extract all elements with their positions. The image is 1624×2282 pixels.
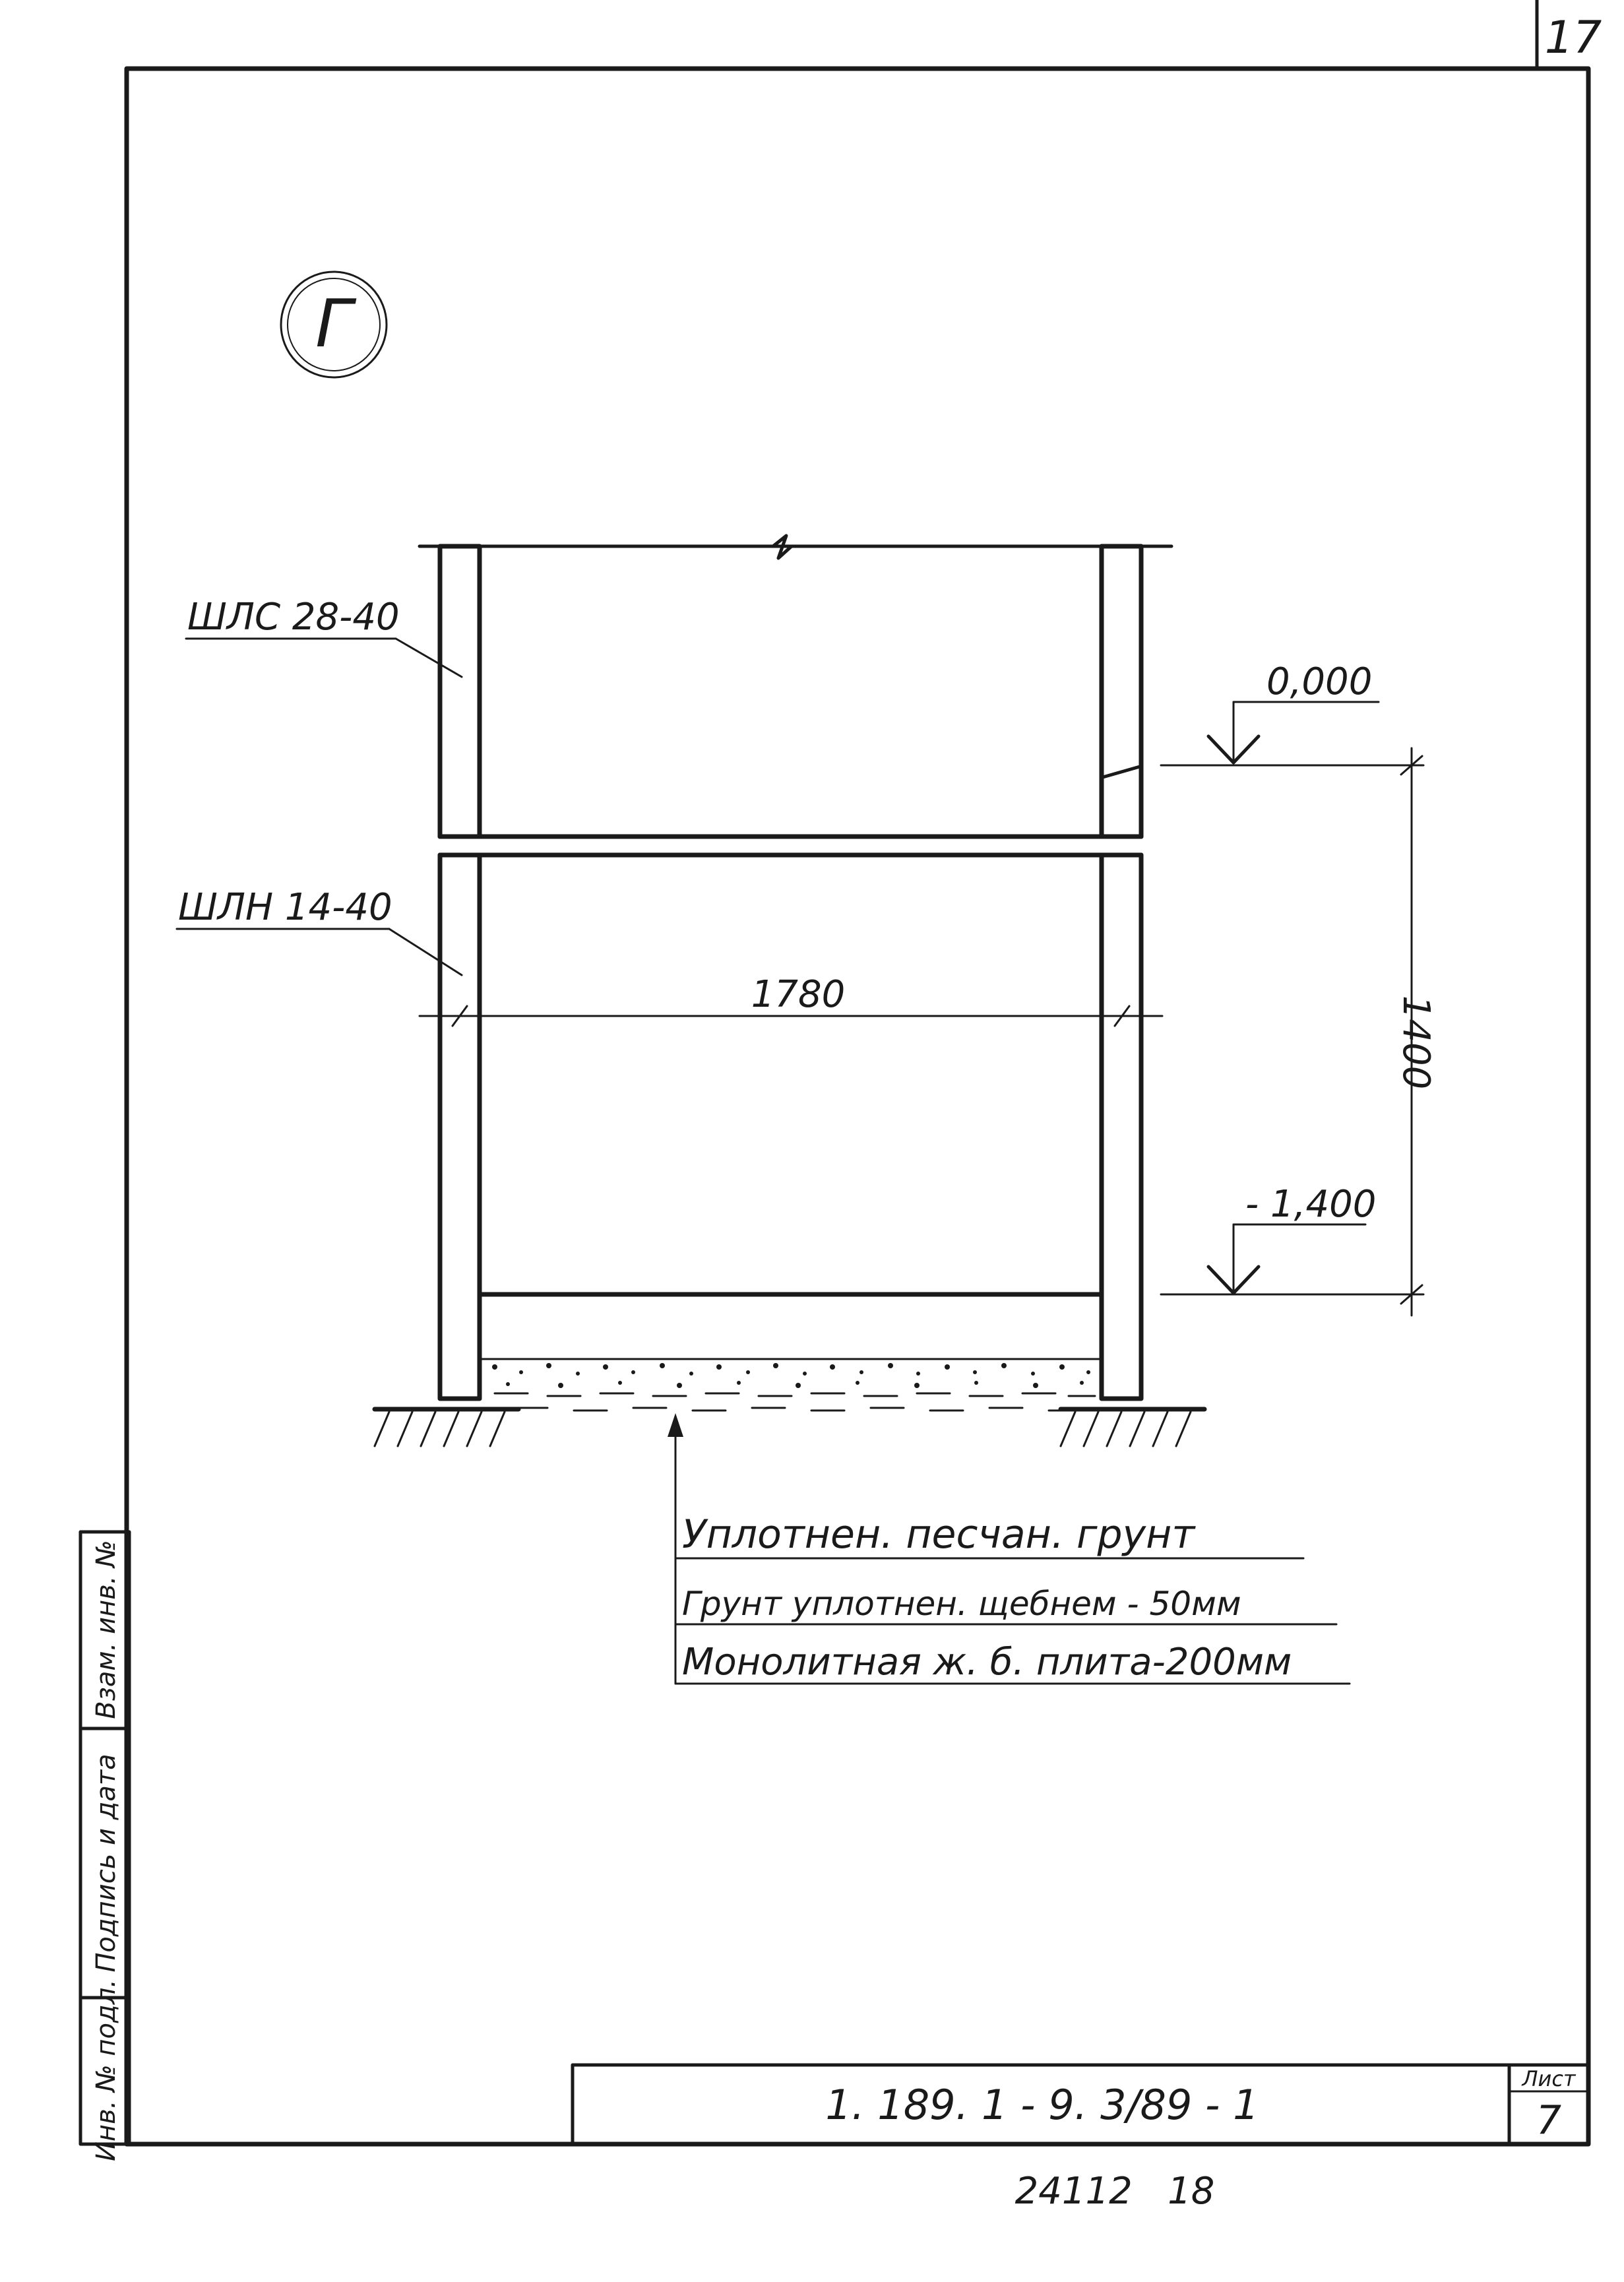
lower-ring-left-wall — [437, 852, 482, 1401]
width-dimension: 1780 — [418, 973, 1164, 1027]
height-dim-tick-top — [1400, 755, 1423, 776]
lower-ring-leader — [388, 928, 463, 976]
title-block: 1. 189. 1 - 9. 3/89 - 1 Лист 7 — [571, 2063, 1590, 2146]
ground-hatch-right — [1059, 1410, 1192, 1447]
width-dim-tick-left — [451, 1005, 468, 1027]
side-stamp-inv-no: Инв. № подл. — [91, 1979, 121, 2161]
upper-ring-wall-tick — [1101, 765, 1142, 779]
title-block-sheet-number: 7 — [1536, 2097, 1561, 2143]
upper-ring — [418, 534, 1173, 839]
width-dimension-value: 1780 — [751, 973, 846, 1016]
base-layers — [492, 1363, 1096, 1412]
width-dim-tick-right — [1113, 1005, 1131, 1027]
height-dim-tick-bottom — [1400, 1284, 1423, 1305]
side-stamp-signature-date: Подпись и дата — [91, 1754, 121, 1972]
upper-ring-label: ШЛС 28-40 — [187, 596, 400, 639]
lower-ring-right-wall — [1099, 852, 1144, 1401]
layers-leader-arrow — [668, 1413, 683, 1437]
lower-ring — [437, 852, 1144, 1401]
title-block-designation: 1. 189. 1 - 9. 3/89 - 1 — [825, 2081, 1259, 2129]
section-marker: Г — [280, 270, 388, 379]
ground-hatch-left — [373, 1410, 506, 1447]
layer-label-3: Монолитная ж. б. плита-200мм — [682, 1641, 1292, 1684]
side-stamp-replacement-inv: Взам. инв. № — [91, 1540, 121, 1719]
title-block-border — [571, 2063, 1590, 2146]
ground-line — [372, 1407, 1207, 1447]
sheet-corner-number: 17 — [1545, 12, 1602, 64]
layers-callout: Уплотнен. песчан. грунт Грунт уплотнен. … — [668, 1413, 1351, 1685]
height-dimension: 1400 — [1394, 747, 1437, 1317]
upper-ring-right-wall — [1099, 544, 1144, 839]
section-marker-inner-circle — [287, 278, 381, 371]
level-bottom-value: - 1,400 — [1245, 1183, 1376, 1226]
section-marker-circle — [280, 270, 388, 379]
title-block-sheet-label: Лист — [1521, 2066, 1576, 2091]
lower-ring-callout: ШЛН 14-40 — [175, 886, 463, 976]
upper-ring-callout: ШЛС 28-40 — [185, 596, 463, 678]
side-stamp-border — [78, 1530, 131, 2146]
break-mark — [771, 534, 794, 560]
lower-ring-label: ШЛН 14-40 — [178, 886, 392, 929]
frame-border — [124, 66, 1591, 2147]
upper-ring-left-wall — [437, 544, 482, 839]
sand-layer-hatch — [493, 1392, 1096, 1412]
gravel-layer-hatch — [492, 1363, 1090, 1388]
section-marker-letter: Г — [315, 285, 357, 362]
height-dimension-value: 1400 — [1394, 996, 1437, 1090]
layer-label-2: Грунт уплотнен. щебнем - 50мм — [682, 1585, 1241, 1623]
level-bottom: - 1,400 — [1160, 1183, 1425, 1296]
level-top-value: 0,000 — [1266, 660, 1372, 703]
side-stamp: Инв. № подл. Подпись и дата Взам. инв. № — [78, 1530, 131, 2161]
level-top: 0,000 — [1160, 660, 1425, 767]
bottom-archive-code: 24112 18 — [1015, 2170, 1215, 2213]
layer-label-1: Уплотнен. песчан. грунт — [682, 1511, 1196, 1558]
upper-ring-leader — [394, 637, 463, 678]
